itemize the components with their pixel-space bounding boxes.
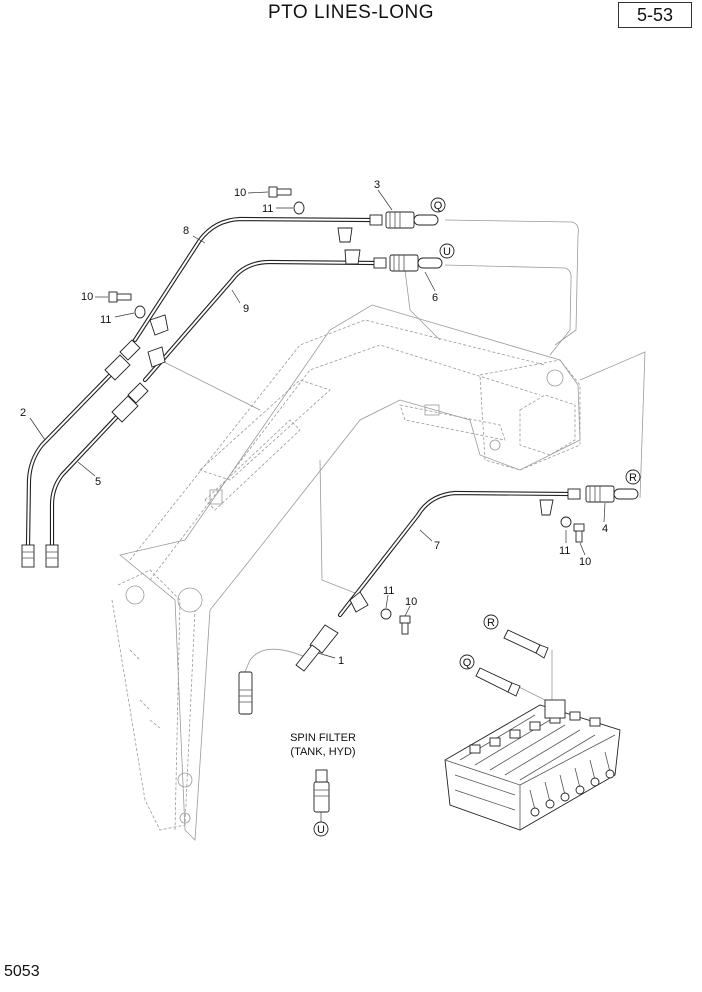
- callout-10-left: 10: [81, 291, 93, 303]
- callout-3: 3: [374, 179, 380, 191]
- marker-u-filter: [313, 821, 329, 837]
- callout-10-mid: 10: [405, 596, 417, 608]
- guide-lines: [159, 219, 646, 711]
- callout-6: 6: [432, 292, 438, 304]
- marker-r-valve: [483, 614, 499, 630]
- pipe-9: [142, 259, 378, 383]
- callout-10-right: 10: [579, 556, 591, 568]
- marker-u-top-label: U: [443, 246, 451, 258]
- marker-r-valve-label: R: [487, 617, 495, 629]
- spin-filter-adapter: [313, 769, 330, 822]
- boom-phantom: [111, 304, 581, 841]
- callout-9: 9: [243, 303, 249, 315]
- bolts-washers: [108, 186, 585, 635]
- callout-11-top: 11: [262, 203, 273, 215]
- callout-5: 5: [95, 476, 101, 488]
- callout-4: 4: [602, 523, 608, 535]
- callout-11-left: 11: [100, 314, 111, 326]
- control-valve: [444, 699, 621, 831]
- callout-2: 2: [20, 407, 26, 419]
- marker-r-right: [625, 469, 641, 485]
- hose-2: [25, 362, 123, 548]
- leader-lines: [29, 189, 606, 659]
- diagram-code: 5053: [4, 963, 40, 980]
- callout-8: 8: [183, 225, 189, 237]
- fittings: [21, 211, 639, 715]
- callouts: 1 2 3 4 5 6 7 8 9 10 10 10 10 11 11 11 1…: [20, 179, 608, 667]
- callout-1: 1: [338, 655, 344, 667]
- spin-filter-line1: SPIN FILTER: [290, 732, 356, 744]
- hose-5: [49, 402, 131, 548]
- callout-11-right: 11: [559, 545, 570, 557]
- marker-q-top: [430, 197, 446, 213]
- marker-u-top: [439, 243, 455, 259]
- page-number: 5-53: [618, 2, 692, 28]
- marker-r-right-label: R: [629, 472, 637, 484]
- valve-adapters: [475, 629, 549, 697]
- callout-10-top: 10: [234, 187, 246, 199]
- marker-u-filter-label: U: [317, 824, 325, 836]
- page-title: PTO LINES-LONG: [267, 2, 435, 23]
- marker-q-valve: [459, 654, 475, 670]
- spin-filter-line2: (TANK, HYD): [290, 746, 355, 758]
- connection-markers: Q U R R Q U: [313, 197, 641, 837]
- marker-q-valve-label: Q: [463, 657, 472, 669]
- pipe-7: [337, 490, 573, 618]
- callout-11-mid: 11: [383, 585, 394, 597]
- pipe-8: [132, 216, 373, 343]
- callout-7: 7: [434, 540, 440, 552]
- marker-q-top-label: Q: [434, 200, 443, 212]
